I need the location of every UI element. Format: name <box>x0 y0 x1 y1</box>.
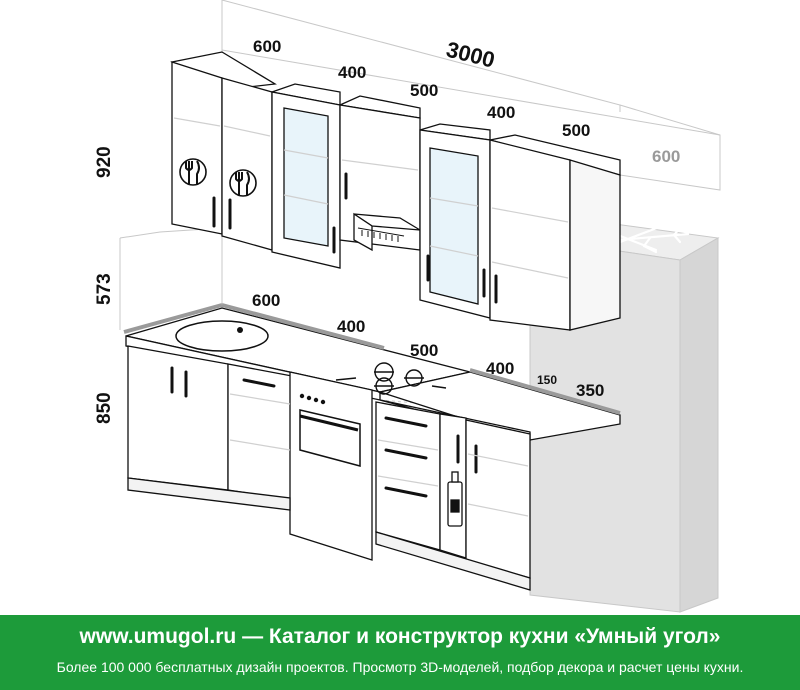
height-label-upper: 920 <box>94 146 115 178</box>
upper-width-label: 400 <box>338 63 366 82</box>
countertop-edge <box>123 303 621 415</box>
cutlery-icon <box>229 169 257 197</box>
hood-grille <box>357 227 405 242</box>
upper-cabinets <box>170 51 621 331</box>
promo-banner: www.umugol.ru — Каталог и конструктор ку… <box>0 615 800 690</box>
banner-subtitle: Более 100 000 бесплатных дизайн проектов… <box>56 659 744 675</box>
worktop-width-label: 400 <box>337 317 365 336</box>
oven-door <box>299 409 361 467</box>
worktop-width-label: 600 <box>252 291 280 310</box>
gap-label-350: 350 <box>576 381 604 400</box>
upper-width-label: 500 <box>410 81 438 100</box>
lower-shelf-lines <box>229 393 529 517</box>
upper-handles <box>212 172 498 304</box>
bottle-icon <box>447 471 463 527</box>
lower-handles <box>170 366 478 498</box>
kitchen-diagram: 3000 600 400 500 400 500 600 920 573 850… <box>94 0 721 613</box>
upper-width-label: 500 <box>562 121 590 140</box>
worktop-width-label: 500 <box>410 341 438 360</box>
total-width-label: 3000 <box>444 37 498 73</box>
upper-width-label: 400 <box>487 103 515 122</box>
cutlery-icon <box>179 158 207 186</box>
upper-width-label: 600 <box>253 37 281 56</box>
gap-label-150: 150 <box>537 373 557 387</box>
worktop-width-label: 400 <box>486 359 514 378</box>
height-label-base: 850 <box>94 392 115 424</box>
height-label-gap: 573 <box>94 273 115 305</box>
upper-shelf-lines <box>173 117 569 279</box>
oven-controls <box>299 393 326 405</box>
lower-cabinets <box>125 307 621 591</box>
stove-burners-icon <box>335 362 447 395</box>
banner-title[interactable]: www.umugol.ru — Каталог и конструктор ку… <box>79 625 721 648</box>
fridge-depth-label: 600 <box>652 147 680 166</box>
sink-icon <box>175 320 269 352</box>
